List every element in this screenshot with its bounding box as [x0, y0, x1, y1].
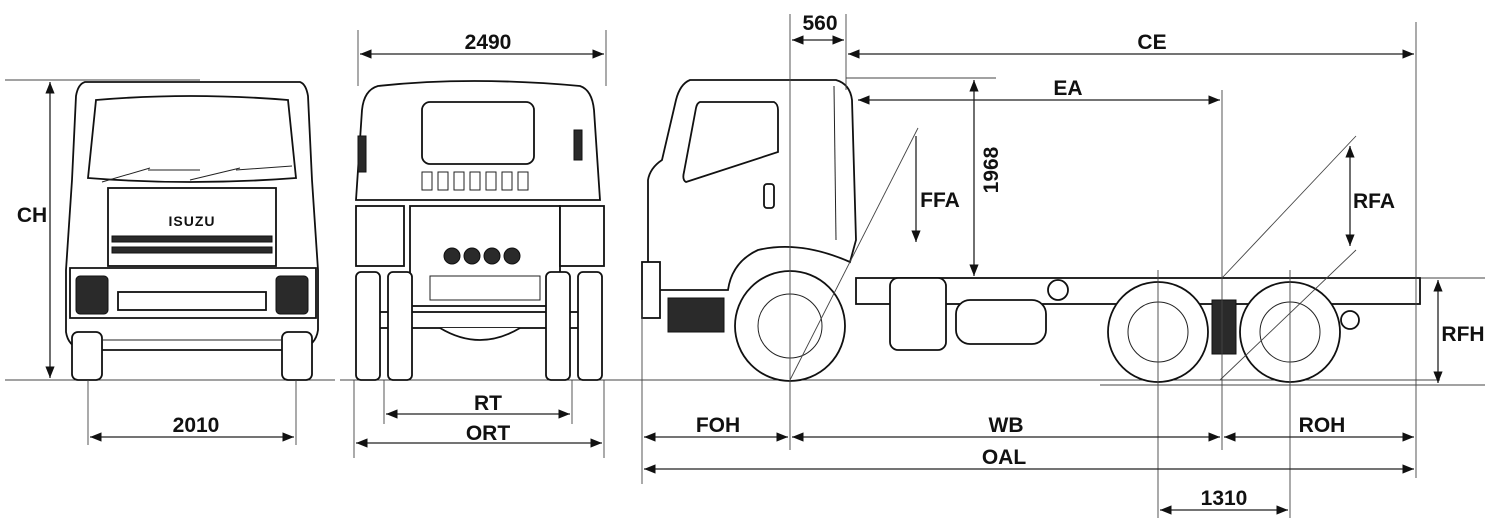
- side-fuel-tank: [889, 277, 947, 351]
- cab-to-rear-axle-label: EA: [1053, 77, 1082, 100]
- front-view: ISUZU CH 2010: [5, 79, 335, 445]
- front-grille-slats: [111, 235, 273, 254]
- front-overhang-label: FOH: [696, 414, 740, 437]
- rear-right-outer-wheel: [577, 271, 603, 381]
- rear-engine-details: [429, 247, 541, 301]
- front-right-wheel: [281, 331, 313, 381]
- rear-right-frame: [559, 205, 605, 267]
- side-view: 560 CE EA 1968 FFA RFA RFH FOH WB ROH OA…: [640, 12, 1485, 518]
- side-step-box: [667, 297, 725, 333]
- rear-left-lamp: [357, 135, 367, 173]
- side-rear-light: [1340, 310, 1360, 330]
- rear-view: 2490 RT ORT: [340, 30, 640, 458]
- rear-differential: [439, 327, 521, 341]
- rear-track-label: RT: [474, 392, 502, 415]
- front-windshield: [87, 95, 297, 183]
- rear-frame-angle-label: RFA: [1353, 190, 1395, 213]
- rear-left-frame: [355, 205, 405, 267]
- tandem-spacing-label: 1310: [1201, 487, 1248, 510]
- side-battery-box: [955, 299, 1047, 345]
- front-right-headlamp: [275, 275, 309, 315]
- rear-overhang-label: ROH: [1299, 414, 1346, 437]
- rear-frame-height-label: RFH: [1441, 323, 1484, 346]
- ffa-guide-line: [789, 127, 919, 381]
- cab-to-end-label: CE: [1137, 31, 1166, 54]
- side-cab-window: [682, 101, 779, 183]
- side-front-bumper: [641, 261, 661, 319]
- cab-top-height-label: 1968: [980, 146, 1003, 193]
- rear-cab-louvres: [421, 171, 529, 191]
- side-tandem-hanger: [1211, 299, 1237, 355]
- overall-length-label: OAL: [982, 446, 1027, 469]
- rear-left-outer-wheel: [355, 271, 381, 381]
- rear-left-inner-wheel: [387, 271, 413, 381]
- side-door-handle: [763, 183, 775, 209]
- front-brand-text: ISUZU: [169, 213, 216, 229]
- front-left-wheel: [71, 331, 103, 381]
- front-frame-angle-label: FFA: [920, 189, 960, 212]
- front-wipers: [101, 165, 293, 183]
- side-air-tank: [1047, 279, 1069, 301]
- cab-offset-label: 560: [802, 12, 837, 35]
- rfa-guide-line-high: [1221, 135, 1357, 279]
- ch-label: CH: [17, 204, 47, 227]
- outer-rear-track-label: ORT: [466, 422, 511, 445]
- rear-right-vent: [573, 129, 583, 161]
- overall-width-label: 2490: [465, 31, 512, 54]
- front-left-headlamp: [75, 275, 109, 315]
- rear-cab-window: [421, 101, 535, 165]
- front-bumper-plate: [117, 291, 267, 311]
- front-track-label: 2010: [173, 414, 220, 437]
- side-door-seam: [833, 85, 837, 241]
- rear-right-inner-wheel: [545, 271, 571, 381]
- rfa-guide-line-low: [1219, 249, 1357, 381]
- wheelbase-label: WB: [989, 414, 1024, 437]
